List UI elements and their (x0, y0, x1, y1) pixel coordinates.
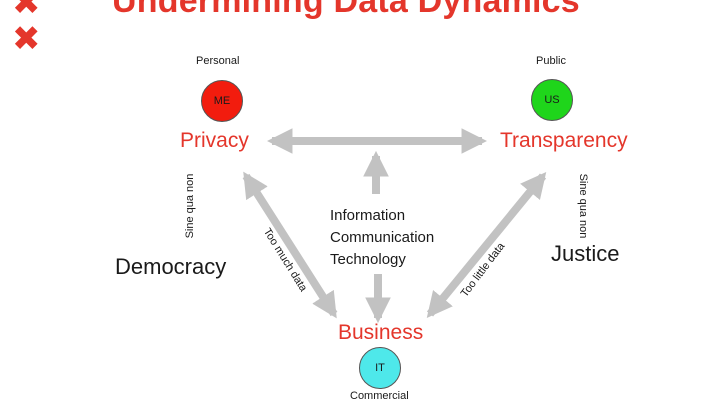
privacy-circle-text: ME (213, 95, 231, 107)
business-caption: Commercial (350, 390, 409, 400)
transparency-circle: US (531, 79, 573, 121)
justice-label: Justice (551, 241, 620, 266)
transparency-circle-text: US (544, 94, 560, 106)
center-line-2: Communication (330, 229, 435, 246)
privacy-circle: ME (201, 80, 243, 122)
center-line-1: Information (330, 207, 406, 224)
business-circle: IT (359, 347, 401, 389)
center-line-3: Technology (330, 251, 406, 268)
close-x-icon-2: ✖ (12, 20, 41, 58)
close-x-icon-1: ✖ (12, 0, 41, 22)
privacy-business-arrow (242, 171, 338, 319)
business-label: Business (338, 321, 424, 344)
privacy-label: Privacy (180, 129, 249, 152)
sine-qua-non-right: Sine qua non (577, 173, 589, 239)
sine-qua-non-left: Sine qua non (184, 173, 196, 239)
center-text-block: Information Communication Technology (330, 205, 434, 271)
slide-title: Undermining Data Dynamics (112, 0, 580, 20)
transparency-label: Transparency (500, 129, 628, 152)
privacy-caption: Personal (196, 55, 240, 67)
business-circle-text: IT (375, 362, 385, 374)
transparency-caption: Public (536, 55, 566, 67)
democracy-label: Democracy (115, 254, 227, 279)
transparency-business-arrow (426, 172, 547, 318)
